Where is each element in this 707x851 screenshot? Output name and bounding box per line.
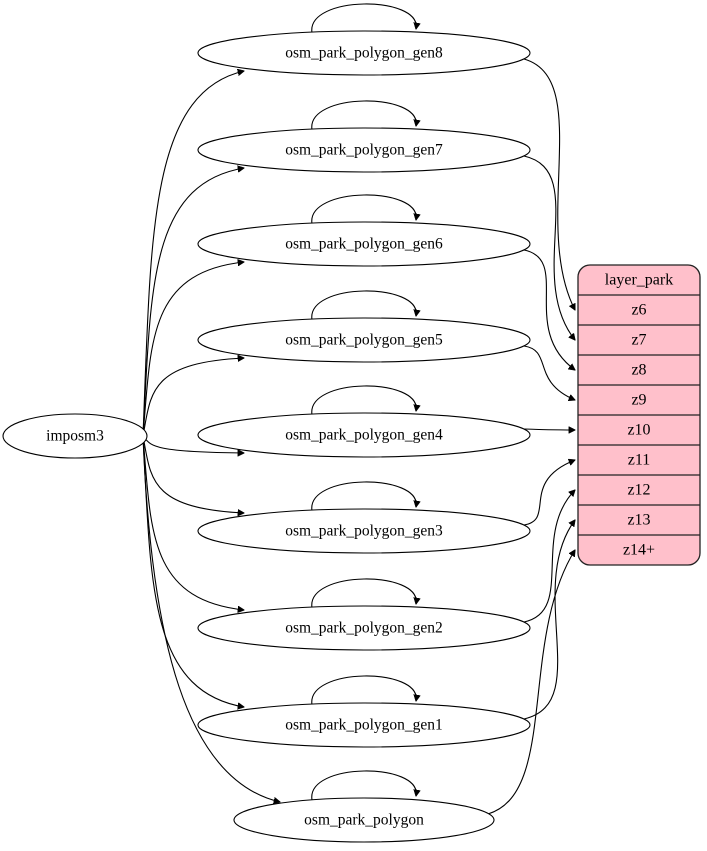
table-row-z13[interactable] <box>578 505 700 535</box>
node-base[interactable]: osm_park_polygon <box>233 797 495 843</box>
node-gen4[interactable]: osm_park_polygon_gen4 <box>197 412 531 458</box>
edge-imposm3-to-gen1 <box>142 435 244 707</box>
edge-gen3-to-z11 <box>523 460 575 526</box>
edge-imposm3-to-gen5 <box>142 358 244 437</box>
edge-gen5-to-z9 <box>523 345 575 400</box>
table-row-label-z6: z6 <box>631 302 646 319</box>
node-gen7[interactable]: osm_park_polygon_gen7 <box>197 127 531 173</box>
node-gen1[interactable]: osm_park_polygon_gen1 <box>197 702 531 748</box>
node-gen3[interactable]: osm_park_polygon_gen3 <box>197 508 531 554</box>
node-ellipse-imposm3 <box>2 413 148 459</box>
edge-gen8-to-z6 <box>523 58 575 310</box>
self-loop-gen7 <box>311 100 416 131</box>
node-label-base: osm_park_polygon <box>304 812 424 829</box>
node-ellipse-gen7 <box>197 127 531 173</box>
edge-imposm3-to-gen2 <box>142 435 244 610</box>
node-gen2[interactable]: osm_park_polygon_gen2 <box>197 605 531 651</box>
table-row-z14+[interactable] <box>578 535 700 565</box>
node-label-gen6: osm_park_polygon_gen6 <box>285 236 443 253</box>
table-row-z6[interactable] <box>578 295 700 325</box>
table-row-label-z13: z13 <box>627 512 650 529</box>
table-row-z7[interactable] <box>578 325 700 355</box>
edge-imposm3-to-base <box>142 435 280 802</box>
self-loop-base <box>311 770 416 801</box>
self-loop-edges <box>311 3 416 801</box>
self-loop-gen8 <box>311 3 416 34</box>
table-row-label-z9: z9 <box>631 392 646 409</box>
self-loop-gen2 <box>311 578 416 609</box>
self-loop-gen4 <box>311 385 416 416</box>
node-ellipse-gen2 <box>197 605 531 651</box>
edge-imposm3-to-gen6 <box>142 262 244 437</box>
table-row-z12[interactable] <box>578 475 700 505</box>
node-label-gen2: osm_park_polygon_gen2 <box>285 620 443 637</box>
self-loop-gen5 <box>311 290 416 321</box>
node-label-gen1: osm_park_polygon_gen1 <box>285 717 443 734</box>
edge-gen1-to-z13 <box>523 520 575 720</box>
edges-polygons-to-zoom-rows <box>487 58 575 815</box>
node-ellipse-gen3 <box>197 508 531 554</box>
table-row-z9[interactable] <box>578 385 700 415</box>
layer-park-rows: layer_park z6 z7 z8 z9 z10 z11 z12 z13 z14+ <box>578 265 700 565</box>
table-outline <box>577 264 701 566</box>
node-label-gen7: osm_park_polygon_gen7 <box>285 142 443 159</box>
source-node-imposm3[interactable]: imposm3 <box>2 413 148 459</box>
node-ellipse-base <box>233 797 495 843</box>
node-label-imposm3: imposm3 <box>46 428 104 445</box>
table-row-label-z7: z7 <box>631 332 646 349</box>
node-label-gen3: osm_park_polygon_gen3 <box>285 523 443 540</box>
edge-gen2-to-z12 <box>523 490 575 623</box>
layer-park-table: layer_park z6 z7 z8 z9 z10 z11 z12 z13 z14+ <box>577 264 701 566</box>
edge-gen4-to-z10 <box>523 429 575 430</box>
table-row-label-z10: z10 <box>627 422 650 439</box>
polygon-node-group: osm_park_polygon_gen8 osm_park_polygon_ge… <box>197 30 531 843</box>
edges-imposm3-to-polygons <box>142 71 280 802</box>
node-ellipse-gen5 <box>197 317 531 363</box>
node-ellipse-gen4 <box>197 412 531 458</box>
table-header-label: layer_park <box>605 272 673 289</box>
node-ellipse-gen6 <box>197 221 531 267</box>
table-row-label-z11: z11 <box>628 452 651 469</box>
edge-gen6-to-z8 <box>523 249 575 370</box>
table-row-label-z14+: z14+ <box>623 542 655 559</box>
edge-imposm3-to-gen7 <box>142 168 244 437</box>
self-loop-gen3 <box>311 481 416 512</box>
self-loop-gen6 <box>311 194 416 225</box>
node-label-gen5: osm_park_polygon_gen5 <box>285 332 443 349</box>
node-label-gen8: osm_park_polygon_gen8 <box>285 45 443 62</box>
node-label-gen4: osm_park_polygon_gen4 <box>285 427 443 444</box>
edge-imposm3-to-gen3 <box>142 435 244 513</box>
table-header-cell <box>578 265 700 295</box>
table-row-z11[interactable] <box>578 445 700 475</box>
table-row-label-z8: z8 <box>631 362 646 379</box>
node-ellipse-gen1 <box>197 702 531 748</box>
node-ellipse-gen8 <box>197 30 531 76</box>
node-gen6[interactable]: osm_park_polygon_gen6 <box>197 221 531 267</box>
node-gen5[interactable]: osm_park_polygon_gen5 <box>197 317 531 363</box>
node-gen8[interactable]: osm_park_polygon_gen8 <box>197 30 531 76</box>
self-loop-gen1 <box>311 675 416 706</box>
table-row-label-z12: z12 <box>627 482 650 499</box>
edge-base-to-z14+ <box>487 550 575 815</box>
table-row-z8[interactable] <box>578 355 700 385</box>
edge-imposm3-to-gen8 <box>142 71 244 437</box>
edge-gen7-to-z7 <box>523 155 575 340</box>
table-row-z10[interactable] <box>578 415 700 445</box>
